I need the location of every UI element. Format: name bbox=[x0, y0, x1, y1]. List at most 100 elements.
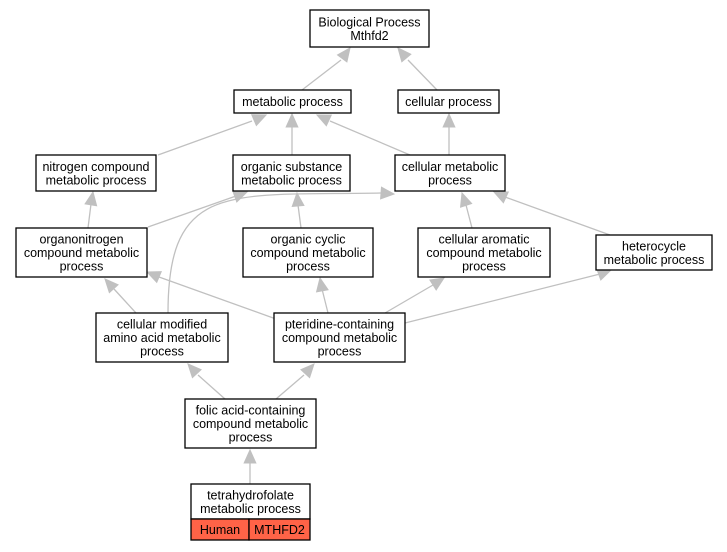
edge-line bbox=[321, 288, 329, 314]
node-box bbox=[233, 89, 352, 114]
edge-cell_mod_aa-to-cellular_metabolic bbox=[167, 186, 396, 314]
node-box bbox=[232, 154, 351, 192]
edge-line bbox=[301, 59, 342, 91]
node-label-line: metabolic process bbox=[200, 502, 301, 516]
node-label-line: cellular process bbox=[405, 95, 492, 109]
node-label-line: compound metabolic bbox=[426, 246, 541, 260]
edge-line bbox=[157, 120, 253, 156]
gene-label: MTHFD2 bbox=[254, 523, 305, 537]
arrow-head-icon bbox=[84, 190, 98, 207]
edge-line bbox=[113, 288, 137, 314]
node-label-line: organic cyclic bbox=[270, 233, 345, 247]
edge-heterocycle-to-cellular_metabolic bbox=[492, 191, 611, 236]
node-label-line: process bbox=[462, 260, 506, 274]
node-box bbox=[35, 154, 157, 192]
node-label-line: organonitrogen bbox=[39, 233, 123, 247]
edge-line bbox=[407, 59, 438, 91]
node-box bbox=[184, 398, 317, 449]
arrow-head-icon bbox=[250, 114, 268, 127]
arrow-head-icon bbox=[380, 186, 396, 200]
node-label-line: metabolic process bbox=[241, 173, 342, 187]
arrow-head-icon bbox=[397, 47, 412, 63]
node-label-line: compound metabolic bbox=[282, 331, 397, 345]
edge-line bbox=[197, 374, 226, 400]
edge-line bbox=[147, 195, 237, 228]
node-box bbox=[273, 312, 406, 363]
edge-line bbox=[329, 120, 411, 156]
node-label-line: process bbox=[140, 345, 184, 359]
arrow-head-icon bbox=[291, 191, 305, 208]
node-box bbox=[309, 9, 430, 48]
edge-metabolic-to-bp bbox=[301, 47, 351, 91]
node-box bbox=[242, 227, 374, 278]
arrow-head-icon bbox=[285, 112, 299, 128]
node-label-line: pteridine-containing bbox=[285, 318, 394, 332]
arrow-head-icon bbox=[300, 363, 315, 379]
arrow-head-icon bbox=[104, 278, 119, 294]
node-label-line: nitrogen compound bbox=[42, 160, 149, 174]
node-box bbox=[15, 227, 148, 278]
edge-pteridine-to-cellular_aromatic bbox=[384, 277, 446, 314]
edge-pteridine-to-heterocycle bbox=[404, 268, 613, 324]
edge-line bbox=[275, 374, 305, 400]
node-label-line: compound metabolic bbox=[250, 246, 365, 260]
edge-nitrogen-to-metabolic bbox=[157, 114, 268, 156]
edge-organonitrogen-to-organic_substance bbox=[147, 190, 249, 228]
edge-line bbox=[404, 273, 601, 324]
gene-cell bbox=[248, 518, 311, 541]
node-label-line: metabolic process bbox=[604, 253, 705, 267]
edge-line bbox=[465, 204, 473, 229]
node-label-line: cellular modified bbox=[117, 318, 207, 332]
species-label: Human bbox=[200, 523, 240, 537]
node-label-line: cellular aromatic bbox=[438, 233, 529, 247]
go-term-node-cellular[interactable]: cellular process bbox=[397, 89, 500, 114]
edge-layer bbox=[84, 47, 613, 484]
node-box bbox=[595, 234, 713, 271]
node-box bbox=[394, 154, 506, 192]
arrow-head-icon bbox=[315, 276, 329, 293]
node-label-line: Mthfd2 bbox=[350, 29, 388, 43]
edge-pteridine-to-organic_cyclic bbox=[315, 276, 329, 314]
arrow-head-icon bbox=[243, 448, 257, 464]
arrow-head-icon bbox=[459, 191, 473, 208]
node-label-line: organic substance bbox=[241, 160, 343, 174]
node-label-line: compound metabolic bbox=[193, 417, 308, 431]
edge-organonitrogen-to-nitrogen bbox=[84, 190, 98, 229]
arrow-head-icon bbox=[442, 112, 456, 128]
arrow-head-icon bbox=[315, 114, 333, 127]
arrow-head-icon bbox=[429, 277, 446, 291]
edge-organic_substance-to-metabolic bbox=[285, 112, 299, 155]
node-label-line: process bbox=[229, 431, 273, 445]
edge-cellular_aromatic-to-cellular_metabolic bbox=[459, 191, 473, 229]
arrow-head-icon bbox=[187, 363, 202, 379]
node-label-line: process bbox=[286, 260, 330, 274]
edge-cellular_metabolic-to-cellular bbox=[442, 112, 456, 155]
arrow-head-icon bbox=[232, 190, 249, 203]
node-label-line: Biological Process bbox=[318, 15, 420, 29]
node-label-line: process bbox=[428, 173, 472, 187]
arrow-head-icon bbox=[336, 47, 351, 63]
node-label-line: heterocycle bbox=[622, 239, 686, 253]
edge-thf-to-folic bbox=[243, 448, 257, 484]
edge-cellular_metabolic-to-metabolic bbox=[315, 114, 411, 156]
go-term-node-metabolic[interactable]: metabolic process bbox=[233, 89, 352, 114]
edge-folic-to-cell_mod_aa bbox=[187, 363, 226, 400]
node-label-line: metabolic process bbox=[242, 95, 343, 109]
edge-organic_cyclic-to-organic_substance bbox=[291, 191, 305, 229]
edge-folic-to-pteridine bbox=[275, 363, 315, 400]
edge-cellular-to-bp bbox=[397, 47, 438, 91]
node-label-line: process bbox=[318, 345, 362, 359]
